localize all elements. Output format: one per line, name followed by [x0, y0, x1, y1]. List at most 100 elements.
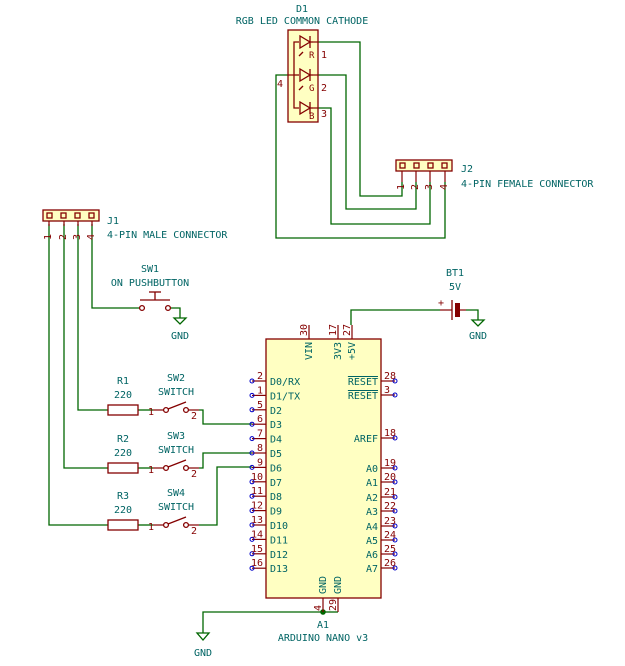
- sw2-pin2-num: 2: [191, 411, 197, 422]
- sw2-ref: SW2: [167, 373, 185, 384]
- a1-left-pin-name: D10: [270, 521, 288, 532]
- r1-ref: R1: [117, 376, 129, 387]
- a1-right-pin-name: A0: [366, 464, 378, 475]
- a1-right-pin-end: [392, 392, 398, 398]
- j1-value: 4-PIN MALE CONNECTOR: [107, 230, 228, 241]
- sw1-value: ON PUSHBUTTON: [111, 278, 189, 289]
- a1-left-pin-num: 9: [257, 457, 263, 468]
- wire-bt1-gnd: [466, 309, 479, 320]
- j1-body: [42, 209, 100, 222]
- wire-d1-pin3-j2-pin3: [318, 107, 431, 225]
- wire-a1-gnd: [202, 611, 323, 633]
- a1-right-pin-num: 24: [384, 530, 396, 541]
- a1-top-pin-num: 30: [299, 324, 310, 336]
- a1-right-pin-name: A1: [366, 478, 378, 489]
- wire-d1-pin4-j2-pin4: [275, 74, 446, 239]
- a1-left-pin-num: 5: [257, 400, 263, 411]
- a1-top-pin-name: VIN: [304, 342, 315, 360]
- sw3-pin2-num: 2: [191, 469, 197, 480]
- a1-left-pin-num: 16: [251, 558, 263, 569]
- a1-left-pin-name: D7: [270, 478, 282, 489]
- a1-left-pin-name: D11: [270, 535, 288, 546]
- a1-right-pin-end: [392, 565, 398, 571]
- a1-left-pin-num: 13: [251, 515, 263, 526]
- wire-j1-pin2-r2: [63, 224, 108, 469]
- a1-top-pin-num: 27: [342, 324, 353, 336]
- a1-left-pin-end: [249, 565, 255, 571]
- a1-left-pin-end: [249, 479, 255, 485]
- a1-right-pin-name: A4: [366, 522, 378, 533]
- d1-ref: D1: [296, 4, 308, 15]
- a1-right-pin-name: A7: [366, 564, 378, 575]
- j2-pin3-num: 3: [424, 184, 435, 190]
- a1-right-pin-name: A3: [366, 507, 378, 518]
- d1-diode-green: [298, 67, 313, 91]
- a1-left-pin-end: [249, 522, 255, 528]
- a1-value: ARDUINO NANO v3: [278, 633, 368, 644]
- switch-sw2: SW2 SWITCH 1 2: [148, 373, 199, 422]
- d1-common-down: [293, 75, 299, 109]
- a1-left-pin-end: [249, 536, 255, 542]
- a1-ref: A1: [317, 620, 329, 631]
- r2-value: 220: [114, 448, 132, 459]
- bt1-value: 5V: [449, 282, 461, 293]
- a1-left-pin-num: 8: [257, 443, 263, 454]
- a1-right-pin-num: 25: [384, 544, 396, 555]
- a1-pins: 2D0/RX1D1/TX5D26D37D48D59D610D711D812D91…: [249, 324, 398, 612]
- a1-right-pin-end: [392, 537, 398, 543]
- a1-right-pin-name: AREF: [354, 434, 378, 445]
- a1-left-pin-num: 15: [251, 544, 263, 555]
- a1-left-pin-end: [249, 493, 255, 499]
- a1-right-pin-num: 22: [384, 501, 396, 512]
- wire-j1-pin1-r3: [48, 224, 108, 526]
- battery-bt1: BT1 5V +: [438, 268, 466, 320]
- a1-right-pin-num: 19: [384, 458, 396, 469]
- wire-sw1-gnd: [170, 307, 181, 318]
- d1-diode-blue: [299, 100, 313, 116]
- sw2-value: SWITCH: [158, 387, 194, 398]
- a1-right-pin-num: 18: [384, 428, 396, 439]
- j1-ref: J1: [107, 216, 119, 227]
- a1-left-pin-end: [249, 392, 255, 398]
- a1-right-pin-name: RESET: [348, 391, 378, 402]
- a1-left-pin-end: [249, 407, 255, 413]
- wire-5v-bt1: [350, 309, 440, 325]
- a1-right-pin-num: 23: [384, 516, 396, 527]
- j2-pin4-num: 4: [439, 184, 450, 190]
- d1-value: RGB LED COMMON CATHODE: [236, 16, 368, 27]
- a1-right-pin-num: 28: [384, 371, 396, 382]
- a1-left-pin-end: [249, 450, 255, 456]
- a1-left-pin-end: [249, 464, 255, 470]
- wire-d1-pin1-j2-pin1: [318, 41, 403, 197]
- a1-left-pin-name: D1/TX: [270, 391, 300, 402]
- a1-right-pin-end: [392, 465, 398, 471]
- gnd-label-a1: GND: [194, 648, 212, 659]
- j1-pin3-num: 3: [72, 234, 83, 240]
- wire-j1-pin3-r1: [77, 224, 108, 411]
- gnd-label-sw1: GND: [171, 331, 189, 342]
- sw3-ref: SW3: [167, 431, 185, 442]
- resistor-r1: R1 220: [107, 376, 139, 416]
- a1-bottom-pin-name: GND: [333, 576, 344, 594]
- a1-left-pin-name: D2: [270, 406, 282, 417]
- arduino-nano-a1: 2D0/RX1D1/TX5D26D37D48D59D610D711D812D91…: [249, 324, 398, 644]
- r1-value: 220: [114, 390, 132, 401]
- a1-left-pin-name: D4: [270, 435, 282, 446]
- d1-pin3-num: 3: [321, 109, 327, 120]
- a1-right-pin-end: [392, 378, 398, 384]
- a1-left-pin-end: [249, 551, 255, 557]
- a1-bottom-pin-num: 4: [313, 605, 324, 611]
- resistor-r3: R3 220: [107, 491, 139, 531]
- a1-left-pin-end: [249, 436, 255, 442]
- wires: [48, 41, 479, 633]
- gnd-label-bt1: GND: [469, 331, 487, 342]
- a1-right-pin-name: A2: [366, 493, 378, 504]
- a1-top-pin-name: 3V3: [333, 342, 344, 360]
- a1-left-pin-num: 6: [257, 414, 263, 425]
- d1-letter-g: G: [309, 84, 314, 94]
- a1-left-pin-name: D9: [270, 507, 282, 518]
- a1-top-pin-name: +5V: [347, 342, 358, 360]
- a1-left-pin-num: 11: [251, 486, 263, 497]
- a1-left-pin-name: D0/RX: [270, 377, 300, 388]
